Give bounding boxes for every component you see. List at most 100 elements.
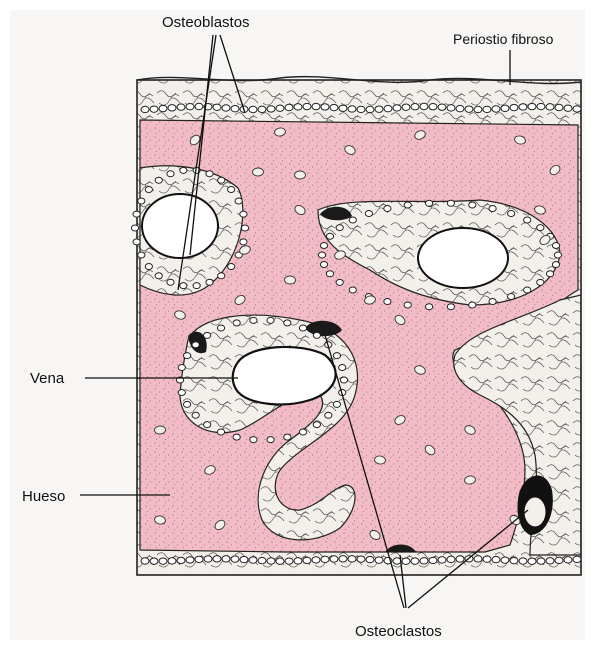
osteoblast-cell xyxy=(186,103,194,109)
osteoblast-cell xyxy=(180,283,187,289)
osteoblast-cell xyxy=(384,105,392,111)
osteoblast-cell xyxy=(192,342,199,348)
osteoblast-cell xyxy=(483,106,491,112)
label-osteoblastos: Osteoblastos xyxy=(162,14,250,31)
osteoblast-cell xyxy=(326,233,333,239)
osteoblast-cell xyxy=(155,177,162,183)
osteoblast-cell xyxy=(384,299,391,305)
osteoblast-cell xyxy=(402,558,410,564)
osteoblast-cell xyxy=(177,557,185,563)
osteoblast-cell xyxy=(168,558,176,564)
vessel-lumen-upper-left xyxy=(142,194,218,258)
osteoblast-cell xyxy=(366,106,374,112)
osteoblast-cell xyxy=(411,558,419,564)
osteoblast-cell xyxy=(228,187,235,193)
osteoblast-cell xyxy=(469,202,476,208)
osteoclast-cell-right xyxy=(524,497,546,527)
osteoblast-cell xyxy=(141,558,149,564)
osteoblast-cell xyxy=(365,211,372,217)
osteoblast-cell xyxy=(447,200,454,206)
osteoblast-cell xyxy=(299,429,306,435)
osteoblast-cell xyxy=(313,332,320,338)
osteoblast-cell xyxy=(426,304,433,310)
osteoblast-cell xyxy=(267,317,274,323)
osteoblast-cell xyxy=(193,283,200,289)
osteoblast-cell xyxy=(250,437,257,443)
osteoblast-cell xyxy=(133,211,140,217)
osteoblast-cell xyxy=(429,557,437,563)
osteoblast-cell xyxy=(411,103,419,109)
osteoblast-cell xyxy=(267,558,275,564)
osteoblast-cell xyxy=(206,171,213,177)
osteoblast-cell xyxy=(321,556,329,562)
osteoblast-cell xyxy=(284,434,291,440)
osteoblast-cell xyxy=(349,287,356,293)
osteoblast-cell xyxy=(241,225,248,231)
label-vena: Vena xyxy=(30,370,65,387)
osteoblast-cell xyxy=(294,104,302,110)
osteoblast-cell xyxy=(555,104,563,110)
osteoblast-cell xyxy=(233,434,240,440)
osteoblast-cell xyxy=(178,365,185,371)
osteoblast-cell xyxy=(519,104,527,110)
osteoblast-cell xyxy=(438,557,446,563)
vein-lumen xyxy=(233,347,336,404)
osteoblast-cell xyxy=(167,279,174,285)
osteoblast-cell xyxy=(348,106,356,112)
osteoblast-cell xyxy=(404,302,411,308)
osteoblast-cell xyxy=(333,401,340,407)
osteoblast-cell xyxy=(492,106,500,112)
osteoblast-cell xyxy=(465,106,473,112)
osteoblast-cell xyxy=(552,262,559,268)
osteoblast-cell xyxy=(447,556,455,562)
osteoblast-cell xyxy=(537,558,545,564)
osteoblast-cell xyxy=(218,177,225,183)
osteoblast-cell xyxy=(312,557,320,563)
osteoblast-cell xyxy=(564,557,572,563)
vessel-lumen-upper-right xyxy=(418,228,508,288)
osteoblast-cell xyxy=(159,558,167,564)
osteoblast-cell xyxy=(267,106,275,112)
osteoblast-cell xyxy=(276,105,284,111)
osteoblast-cell xyxy=(233,320,240,326)
osteoblast-cell xyxy=(228,263,235,269)
osteoblast-cell xyxy=(206,279,213,285)
osteoblast-cell xyxy=(474,556,482,562)
osteoblast-cell xyxy=(145,187,152,193)
osteoblast-cell xyxy=(501,105,509,111)
osteoblast-cell xyxy=(554,252,561,258)
osteoblast-cell xyxy=(524,217,531,223)
osteoblast-cell xyxy=(501,557,509,563)
label-hueso: Hueso xyxy=(22,488,65,505)
osteoblast-cell xyxy=(469,302,476,308)
osteocyte-lacuna xyxy=(284,276,295,284)
osteoblast-cell xyxy=(138,198,145,204)
osteoblast-cell xyxy=(375,106,383,112)
osteoblast-cell xyxy=(339,365,346,371)
osteoblast-cell xyxy=(573,106,581,112)
osteoblast-cell xyxy=(204,422,211,428)
osteoblast-cell xyxy=(267,437,274,443)
osteoblast-cell xyxy=(178,389,185,395)
osteoblast-cell xyxy=(508,211,515,217)
osteoblast-cell xyxy=(303,103,311,109)
osteoblast-cell xyxy=(321,104,329,110)
osteoblast-cell xyxy=(546,104,554,110)
osteoblast-cell xyxy=(447,304,454,310)
osteoblast-cell xyxy=(339,105,347,111)
osteoblast-cell xyxy=(330,104,338,110)
osteoblast-cell xyxy=(393,105,401,111)
osteoblast-cell xyxy=(318,252,325,258)
osteoblast-cell xyxy=(195,556,203,562)
osteoblast-cell xyxy=(294,558,302,564)
osteoblast-cell xyxy=(213,104,221,110)
osteoblast-cell xyxy=(510,104,518,110)
osteoblast-cell xyxy=(249,557,257,563)
osteoblast-cell xyxy=(474,106,482,112)
osteoblast-cell xyxy=(508,293,515,299)
osteoblast-cell xyxy=(573,556,581,562)
osteoblast-cell xyxy=(420,558,428,564)
osteoblast-cell xyxy=(284,320,291,326)
osteoblast-cell xyxy=(222,556,230,562)
